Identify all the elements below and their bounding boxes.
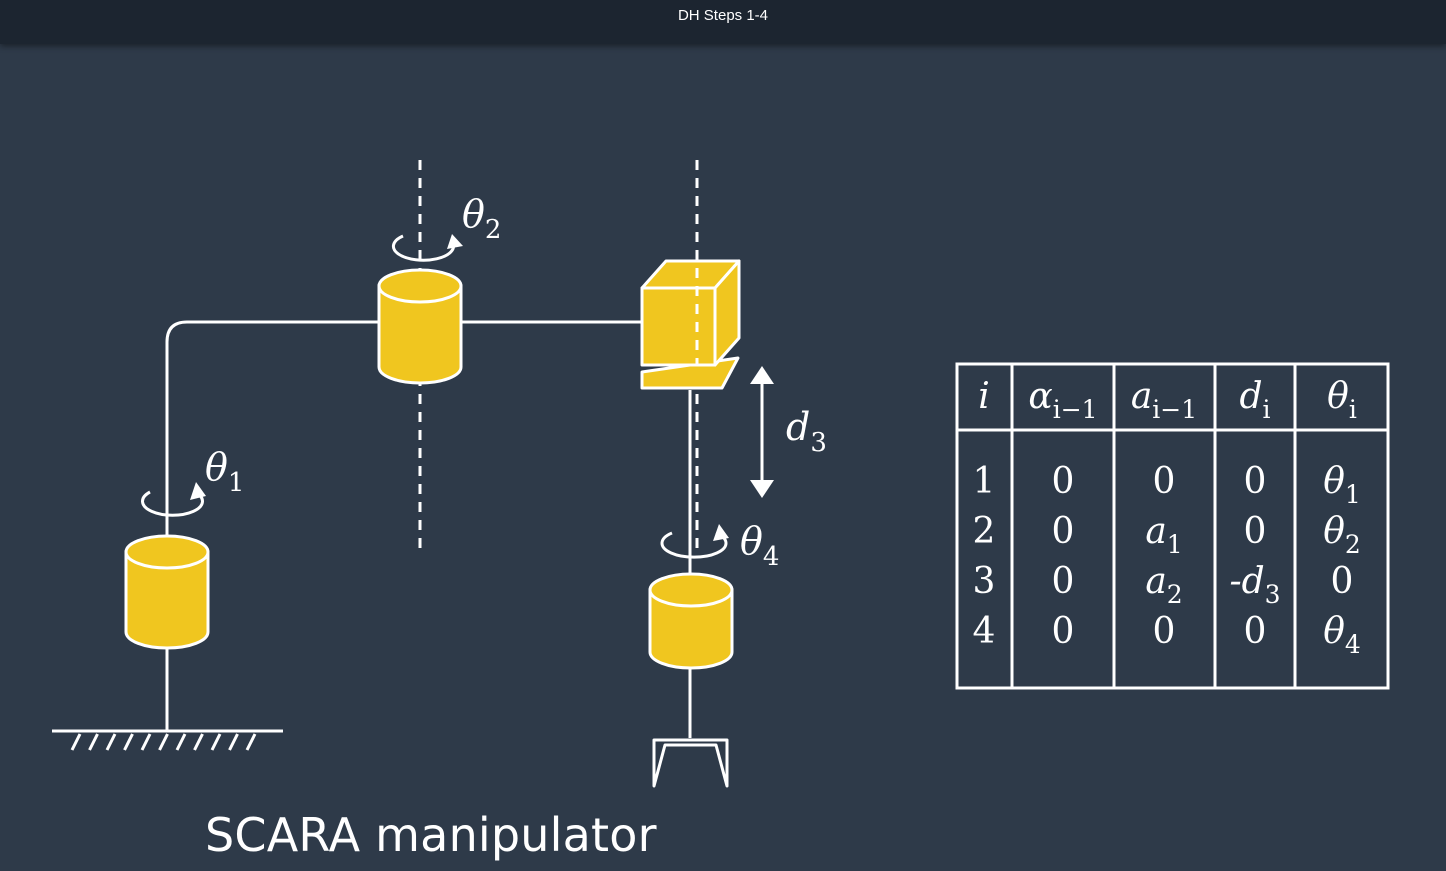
theta1-label: θ1: [205, 445, 244, 498]
ground-hatch-mark: [210, 733, 222, 751]
dh-table-cell: 0: [1052, 611, 1075, 652]
ground-hatch-mark: [175, 733, 187, 751]
rotation-arrowheads: [190, 234, 729, 541]
theta2-label: θ2: [462, 192, 501, 245]
dh-table-cell: θ4: [1323, 611, 1361, 659]
dh-table-cell: 3: [973, 561, 996, 602]
joint2-cylinder: [377, 268, 463, 385]
d3-label: d3: [786, 405, 827, 458]
dh-table-cell: 0: [1331, 561, 1354, 602]
theta4-label: θ4: [740, 519, 779, 572]
dh-table-header-cell: αi−1: [1028, 376, 1097, 424]
dh-table-cell: 0: [1244, 461, 1267, 502]
dh-table-cell: 2: [973, 511, 996, 552]
title-bar: DH Steps 1-4: [0, 0, 1446, 44]
joint1-cylinder: [124, 534, 210, 650]
dh-table-cell: 0: [1153, 611, 1176, 652]
ground-hatch-mark: [228, 733, 239, 751]
ground-hatch-mark: [123, 733, 134, 751]
dh-table-grid: [955, 362, 1390, 690]
d3-double-arrow: [750, 366, 774, 498]
dh-table-header-cell: i: [978, 376, 990, 417]
dh-table-cell: a2: [1145, 561, 1182, 609]
gripper: [652, 738, 729, 788]
dh-table-cell: 0: [1052, 561, 1075, 602]
dh-table-cell: θ1: [1323, 461, 1361, 509]
ground-hatch-mark: [105, 733, 117, 751]
dh-table-header-cell: θi: [1327, 376, 1357, 424]
dh-table-cell: θ2: [1323, 511, 1361, 559]
dh-table-cell: 0: [1244, 511, 1267, 552]
ground-hatch-mark: [140, 733, 152, 751]
arm-links: [165, 320, 692, 738]
dh-table-cell: 0: [1153, 461, 1176, 502]
ground-hatch-mark: [158, 733, 169, 751]
rotation-arrows: [141, 234, 728, 559]
dh-table-header-cell: ai−1: [1131, 376, 1197, 424]
ground-symbol: [52, 729, 283, 751]
dh-table-cell: 4: [973, 611, 996, 652]
window-title: DH Steps 1-4: [677, 6, 769, 24]
dh-table-cell: 1: [973, 461, 996, 502]
ground-hatch-mark: [88, 733, 99, 751]
slide-caption: SCARA manipulator: [205, 808, 657, 862]
prismatic-joint-box: [640, 259, 741, 390]
dh-table-cell: 0: [1052, 461, 1075, 502]
dh-table-cell: 0: [1244, 611, 1267, 652]
dh-table-header-cell: di: [1239, 376, 1270, 424]
joint4-cylinder: [648, 572, 734, 670]
dh-table-cell: 0: [1052, 511, 1075, 552]
ground-hatch-mark: [70, 733, 82, 751]
dh-table-cell: a1: [1145, 511, 1182, 559]
ground-hatch-mark: [245, 733, 257, 751]
dh-table-cell: -d3: [1229, 561, 1280, 609]
ground-hatch-mark: [193, 733, 204, 751]
